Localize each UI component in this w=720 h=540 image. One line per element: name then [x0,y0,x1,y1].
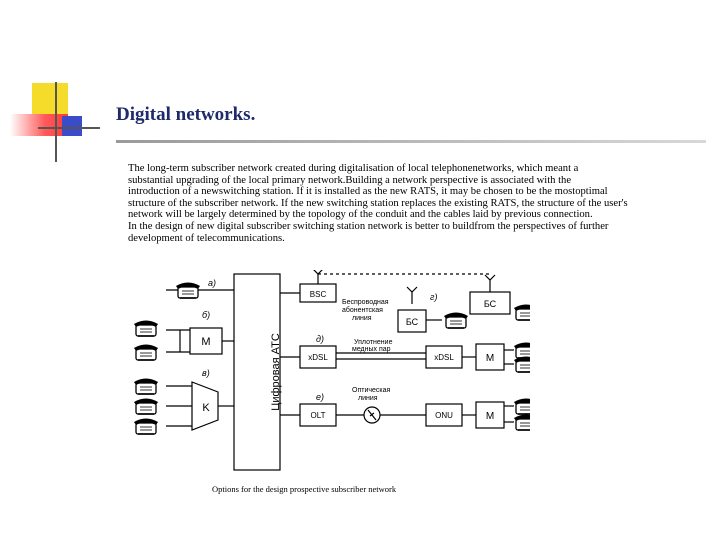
variant-label-v: в) [202,368,210,378]
variant-label-a: а) [208,278,216,288]
decor-blue-square [62,116,82,136]
bs-top-label: БС [484,299,497,309]
decor-red-bar [10,114,68,136]
xdsl-left-label: xDSL [308,353,328,362]
wireless-annotation: линия [352,315,372,322]
wireless-annotation: Беспроводная [342,299,389,306]
central-block-label: Цифровая АТС [270,333,282,411]
m-left-label: M [201,336,210,348]
paragraph-line: structure of the subscriber network. If … [128,197,628,209]
variant-label-g: г) [430,292,437,302]
copper-annotation: Уплотнение [354,339,393,346]
decor-horizontal-line [38,127,100,129]
onu-label: ONU [435,411,453,420]
m-right-2-label: M [486,411,494,422]
network-diagram: Цифровая АТС а) б) в) г) д) е) BSC БС БС… [133,270,530,471]
bs-mid-label: БС [406,317,419,327]
bsc-label: BSC [310,290,327,299]
decor-vertical-line [55,82,57,162]
olt-label: OLT [311,411,326,420]
variant-label-b: б) [202,310,210,320]
m-right-1-label: M [486,353,494,364]
paragraph-line: introduction of a newswitching station. … [128,186,608,198]
k-left-label: K [202,402,210,414]
paragraph-line: network will be largely determined by th… [128,209,593,221]
optical-annotation: Оптическая [352,387,391,394]
paragraph-line: The long-term subscriber network created… [128,163,579,174]
variant-label-d: д) [316,334,324,344]
paragraph-line: In the design of new digital subscriber … [128,220,609,232]
decor-yellow-square [32,83,68,119]
variant-label-e: е) [316,392,324,402]
title-divider [116,140,706,143]
figure-caption: Options for the design prospective subsc… [212,484,397,494]
copper-annotation: медных пар [352,346,391,353]
optical-annotation: линия [358,395,378,402]
paragraph-line: development of telecommunications. [128,232,285,244]
slide-title: Digital networks. [116,104,256,125]
wireless-annotation: абонентская [342,306,383,314]
body-paragraph: The long-term subscriber network created… [128,163,700,244]
xdsl-right-label: xDSL [434,353,454,362]
paragraph-line: substantial upgrading of the local prima… [128,174,572,186]
